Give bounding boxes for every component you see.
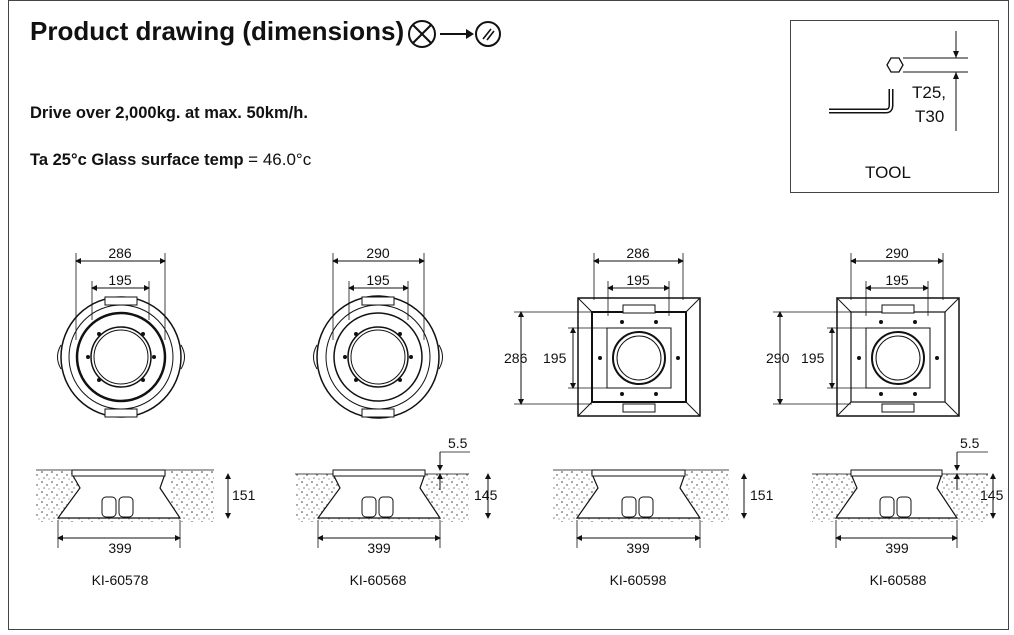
- product-2-section-view: [295, 451, 491, 548]
- temperature-line: Ta 25°c Glass surface temp = 46.0°c: [30, 150, 311, 170]
- p1-inner-dim: 195: [108, 272, 132, 288]
- p4-height-dim: 145: [980, 487, 1004, 503]
- p3-side-inner-dim: 195: [543, 350, 567, 366]
- tool-label: TOOL: [865, 163, 911, 182]
- p4-offset-dim: 5.5: [960, 435, 980, 451]
- tool-box: T25, T30 TOOL: [790, 20, 999, 193]
- model-label-1: KI-60578: [91, 572, 149, 588]
- product-4-plan-view: [773, 253, 960, 417]
- p2-outer-dim: 290: [366, 245, 390, 261]
- product-2-plan-view: [313, 253, 443, 419]
- load-rating: Drive over 2,000kg. at max. 50km/h.: [30, 104, 308, 122]
- product-3-section-view: [553, 469, 747, 548]
- p2-inner-dim: 195: [366, 272, 390, 288]
- temperature-value: = 46.0°c: [248, 150, 312, 169]
- model-label-2: KI-60568: [349, 572, 407, 588]
- p3-base-dim: 399: [626, 540, 650, 556]
- p4-base-dim: 399: [885, 540, 909, 556]
- spanner-to-wheel-icon: [408, 20, 501, 48]
- p2-height-dim: 145: [474, 487, 498, 503]
- product-3-plan-view: [514, 253, 701, 417]
- p3-outer-dim: 286: [626, 245, 650, 261]
- p1-height-dim: 151: [232, 487, 256, 503]
- p1-outer-dim: 286: [108, 245, 132, 261]
- temperature-label: Ta 25°c Glass surface temp: [30, 151, 244, 169]
- product-1-plan-view: [57, 253, 185, 418]
- model-label-4: KI-60588: [869, 572, 927, 588]
- p4-inner-dim: 195: [885, 272, 909, 288]
- drawing-frame: [8, 0, 1009, 630]
- p4-outer-dim: 290: [885, 245, 909, 261]
- product-4-section-view: [812, 451, 996, 548]
- p4-side-outer-dim: 290: [766, 350, 790, 366]
- product-1-section-view: [36, 469, 231, 548]
- p2-offset-dim: 5.5: [448, 435, 468, 451]
- model-label-3: KI-60598: [609, 572, 667, 588]
- tool-size-line1: T25,: [912, 83, 947, 102]
- p3-height-dim: 151: [750, 487, 774, 503]
- p2-base-dim: 399: [367, 540, 391, 556]
- page-title: Product drawing (dimensions): [30, 16, 405, 46]
- p4-side-inner-dim: 195: [801, 350, 825, 366]
- p3-inner-dim: 195: [626, 272, 650, 288]
- hex-key-drawing: [829, 31, 968, 131]
- tool-size-line2: T30: [915, 107, 945, 126]
- p1-base-dim: 399: [108, 540, 132, 556]
- p3-side-outer-dim: 286: [504, 350, 528, 366]
